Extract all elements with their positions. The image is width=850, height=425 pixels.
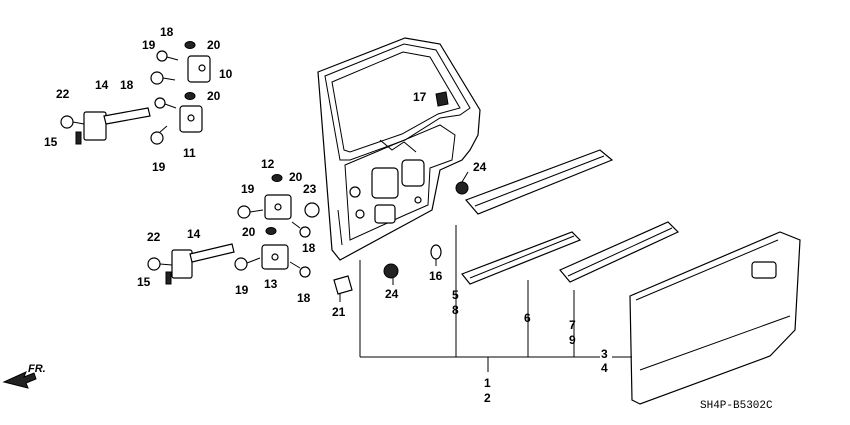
callout-16: 16 — [429, 269, 443, 283]
callout-18: 18 — [120, 78, 134, 92]
callout-14: 14 — [95, 78, 109, 92]
callout-7: 7 — [569, 318, 576, 332]
callout-20: 20 — [242, 225, 256, 239]
upper-hinge-group — [60, 41, 211, 145]
callout-10: 10 — [219, 67, 233, 81]
callout-19: 19 — [241, 182, 255, 196]
callout-11: 11 — [183, 146, 196, 160]
callout-20: 20 — [207, 89, 221, 103]
callout-3: 3 — [601, 347, 608, 361]
callout-22: 22 — [56, 87, 70, 101]
callout-8: 8 — [452, 303, 459, 317]
callout-20: 20 — [289, 170, 303, 184]
callout-18: 18 — [297, 291, 311, 305]
callout-labels: 18 19 20 10 22 14 18 20 15 11 19 17 24 1… — [44, 25, 608, 405]
callout-9: 9 — [569, 333, 576, 347]
outer-panel — [629, 231, 801, 405]
callout-22: 22 — [147, 230, 161, 244]
clips-grommets — [333, 91, 469, 295]
callout-2: 2 — [484, 391, 491, 405]
leader-lines — [339, 171, 632, 372]
callout-15: 15 — [44, 135, 58, 149]
callout-20: 20 — [207, 38, 221, 52]
callout-15: 15 — [137, 275, 151, 289]
diagram-code: SH4P-B5302C — [700, 400, 773, 412]
reinforcement-panels — [461, 149, 680, 285]
callout-19: 19 — [152, 160, 166, 174]
callout-21: 21 — [332, 305, 346, 319]
front-direction-label: FR. — [28, 363, 46, 375]
callout-24: 24 — [385, 287, 399, 301]
callout-4: 4 — [601, 361, 608, 375]
front-direction-arrow — [2, 371, 37, 389]
lower-hinge-group — [147, 174, 320, 285]
callout-14: 14 — [187, 227, 201, 241]
callout-19: 19 — [142, 38, 156, 52]
callout-19: 19 — [235, 283, 249, 297]
callout-17: 17 — [413, 90, 427, 104]
callout-1: 1 — [484, 376, 491, 390]
callout-6: 6 — [524, 311, 531, 325]
callout-18: 18 — [302, 241, 316, 255]
callout-12: 12 — [261, 157, 275, 171]
callout-5: 5 — [452, 288, 459, 302]
callout-24: 24 — [473, 160, 487, 174]
callout-18: 18 — [160, 25, 174, 39]
callout-13: 13 — [264, 277, 278, 291]
callout-23: 23 — [303, 182, 317, 196]
